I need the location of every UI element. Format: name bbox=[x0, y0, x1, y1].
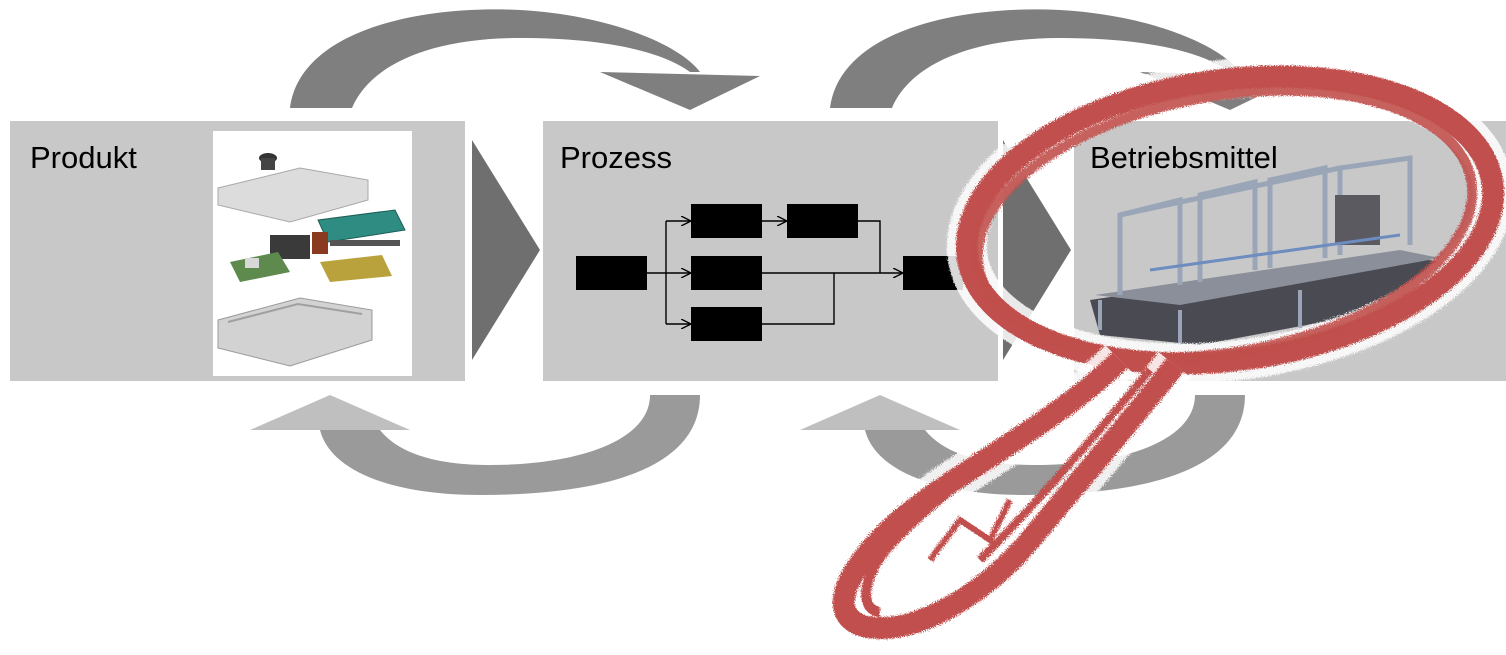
prozess-box bbox=[543, 121, 998, 381]
process-node-start bbox=[576, 256, 647, 290]
magnifying-glass-icon bbox=[822, 56, 1506, 650]
product-exploded-image bbox=[213, 131, 412, 376]
process-node-3 bbox=[691, 256, 762, 290]
process-node-2 bbox=[787, 204, 858, 238]
prozess-title: Prozess bbox=[560, 140, 672, 175]
assembly-line-image bbox=[1090, 155, 1440, 345]
process-flowchart bbox=[576, 204, 963, 341]
process-node-1 bbox=[691, 204, 762, 238]
top-loop-arrow-1 bbox=[290, 9, 760, 110]
chevron-arrow-1 bbox=[472, 140, 540, 360]
betriebsmittel-title: Betriebsmittel bbox=[1090, 140, 1278, 175]
bottom-loop-arrow-1 bbox=[250, 395, 700, 495]
process-node-4 bbox=[691, 307, 762, 341]
produkt-title: Produkt bbox=[30, 140, 137, 175]
